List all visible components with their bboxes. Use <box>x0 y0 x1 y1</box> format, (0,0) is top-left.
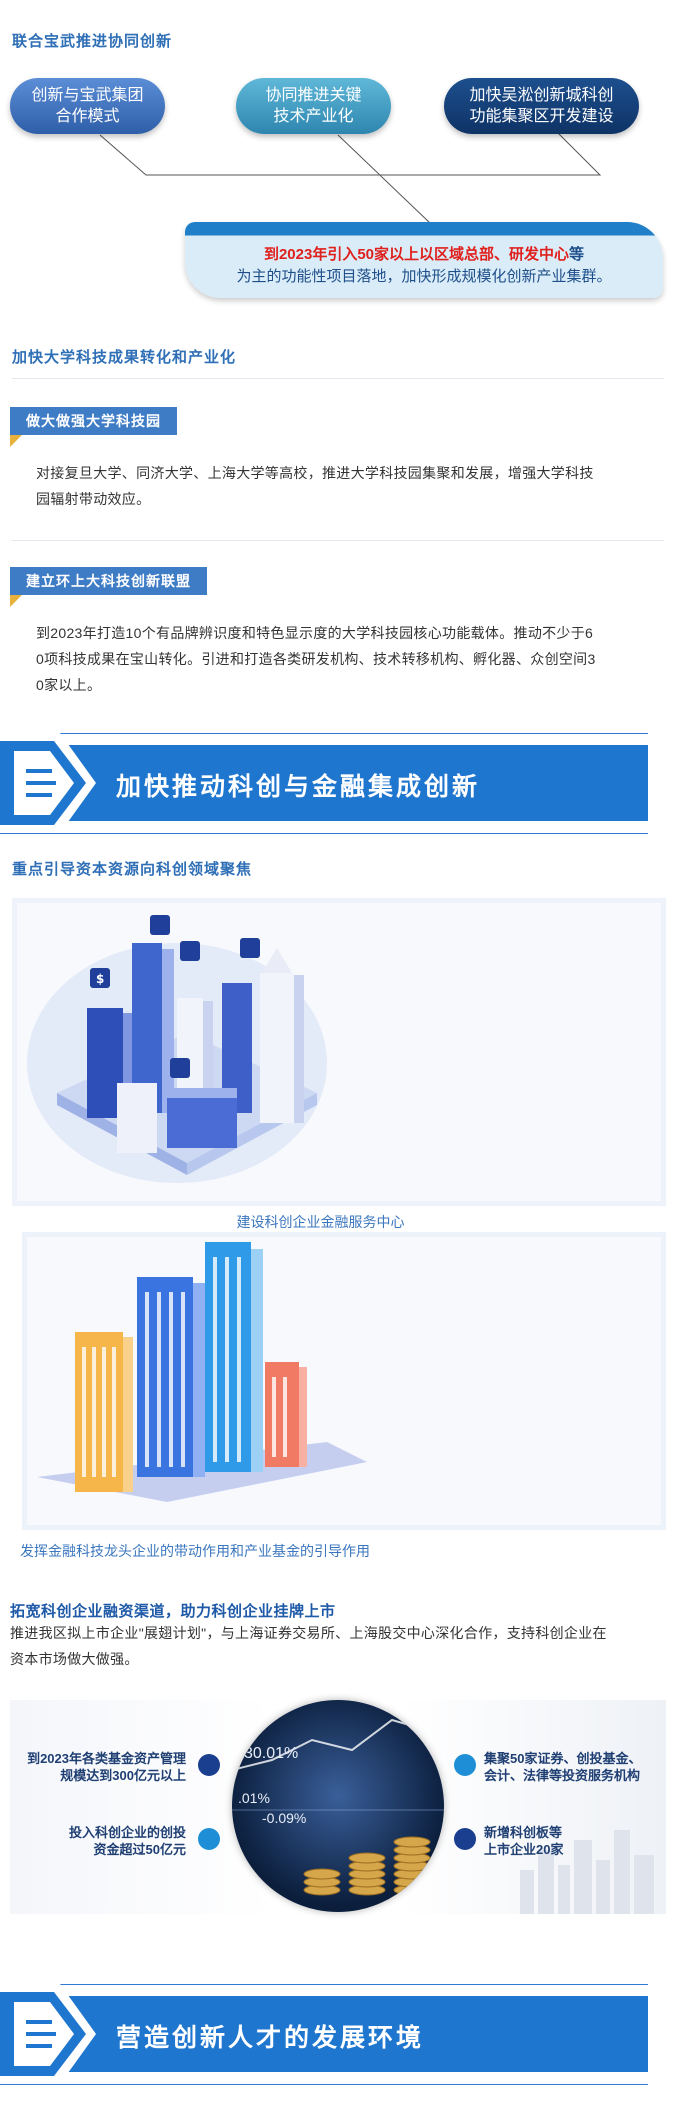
stat-dot <box>454 1828 476 1850</box>
svg-text:$: $ <box>96 972 104 986</box>
section-title-baowu: 联合宝武推进协同创新 <box>12 33 173 50</box>
pill-baowu-cooperation: 创新与宝武集团合作模式 <box>10 78 165 134</box>
stat-venture-capital: 投入科创企业的创投资金超过50亿元 <box>68 1825 186 1857</box>
section-title-capital: 重点引导资本资源向科创领域聚焦 <box>12 861 253 878</box>
stats-panel: 30.01% .01% -0.09% 到2023年各类基金资产管理规模达到300… <box>10 1700 666 1914</box>
pill-key-technology: 协同推进关键技术产业化 <box>236 78 391 134</box>
chart-label-3: -0.09% <box>262 1810 307 1826</box>
banner-talent: 营造创新人才的发展环境 <box>0 1984 648 2084</box>
illustration-city-finance: $ <box>12 898 666 1206</box>
stat-service-institutions: 集聚50家证券、创投基金、会计、法律等投资服务机构 <box>484 1751 642 1783</box>
highlight-box: 到2023年引入50家以上以区域总部、研发中心等 为主的功能性项目落地，加快形成… <box>185 222 663 298</box>
skyline-decoration <box>520 1830 654 1914</box>
stat-fund-scale: 到2023年各类基金资产管理规模达到300亿元以上 <box>27 1751 186 1783</box>
tag-corner <box>10 435 22 447</box>
pill-wusong-innovation: 加快吴淞创新城科创功能集聚区开发建设 <box>444 78 639 134</box>
tag-corner <box>10 595 22 607</box>
stat-listed-companies: 新增科创板等上市企业20家 <box>484 1825 564 1857</box>
text-innovation-alliance: 到2023年打造10个有品牌辨识度和特色显示度的大学科技园核心功能载体。推动不少… <box>36 625 596 693</box>
stat-dot <box>198 1754 220 1776</box>
section-title-university: 加快大学科技成果转化和产业化 <box>12 349 237 366</box>
banner-talent-title: 营造创新人才的发展环境 <box>116 2024 425 2052</box>
stat-dot <box>198 1828 220 1850</box>
highlight-red-text: 到2023年引入50家以上以区域总部、研发中心 <box>263 246 570 263</box>
tag-innovation-alliance: 建立环上大科技创新联盟 <box>10 567 207 595</box>
highlight-line2: 为主的功能性项目落地，加快形成规模化创新产业集群。 <box>236 268 612 285</box>
finance-chart-circle: 30.01% .01% -0.09% <box>232 1700 444 1912</box>
caption-fintech-leader: 发挥金融科技龙头企业的带动作用和产业基金的引导作用 <box>20 1543 370 1559</box>
chart-label-1: 30.01% <box>244 1745 299 1762</box>
section-title-financing: 拓宽科创企业融资渠道，助力科创企业挂牌上市 <box>10 1603 336 1620</box>
caption-finance-center: 建设科创企业金融服务中心 <box>236 1214 405 1230</box>
banner-finance-title: 加快推动科创与金融集成创新 <box>116 773 481 801</box>
tag-university-park: 做大做强大学科技园 <box>10 407 177 435</box>
chart-label-2: .01% <box>238 1790 270 1806</box>
connector-lines <box>99 129 602 224</box>
menu-badge-icon <box>0 1984 96 2084</box>
text-financing: 推进我区拟上市企业"展翅计划"，与上海证券交易所、上海股交中心深化合作，支持科创… <box>10 1625 607 1667</box>
banner-finance: 加快推动科创与金融集成创新 <box>0 733 648 833</box>
stat-dot <box>454 1754 476 1776</box>
text-university-park: 对接复旦大学、同济大学、上海大学等高校，推进大学科技园集聚和发展，增强大学科技 … <box>36 465 594 507</box>
illustration-buildings <box>22 1232 666 1530</box>
menu-badge-icon <box>0 733 96 833</box>
